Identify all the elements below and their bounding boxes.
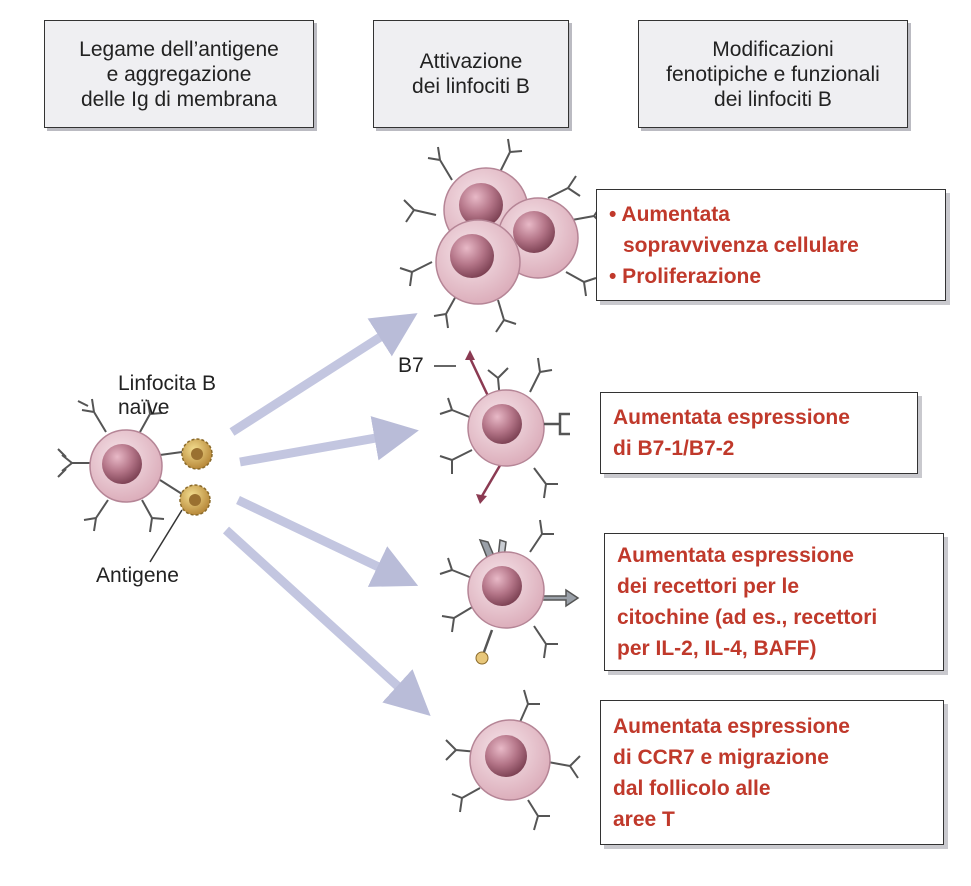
ccr7-cell	[445, 689, 581, 831]
arrow-to-b7	[239, 416, 419, 467]
header-changes-line-2: fenotipiche e funzionali	[666, 62, 880, 86]
outcome-ccr7-line-1: Aumentata espressione	[613, 714, 850, 738]
header-antigen-binding: Legame dell’antigene e aggregazione dell…	[44, 20, 314, 128]
naive-label-line-1: Linfocita B	[118, 372, 217, 395]
outcome-cytokine-line-4: per IL-2, IL-4, BAFF)	[617, 637, 817, 660]
arrows	[222, 313, 431, 717]
outcome-b7-line-1: Aumentata espressione	[613, 406, 850, 429]
ccr7-cell-receptors	[445, 689, 581, 831]
outcome-cytokine-line-3: citochine (ad es., recettori	[617, 606, 878, 629]
header-phenotypic-changes: Modificazioni fenotipiche e funzionali d…	[638, 20, 908, 128]
header-changes-line-3: dei linfociti B	[714, 87, 832, 111]
outcome-ccr7-line-2: di CCR7 e migrazione	[613, 745, 829, 769]
naive-label-line-2: naïve	[118, 396, 170, 419]
b7-cell-receptors	[439, 357, 558, 499]
antigen-pointer-line	[149, 509, 183, 563]
outcome-b7-line-2: di B7-1/B7-2	[613, 437, 735, 460]
outcome-ccr7-line-3: dal follicolo alle	[613, 776, 771, 800]
header-activation-line-1: Attivazione	[419, 50, 523, 73]
outcome-ccr7-line-4: aree T	[613, 807, 675, 831]
b7-expressing-cell	[434, 350, 570, 504]
header-b-cell-activation: Attivazione dei linfociti B	[373, 20, 569, 128]
arrow-to-cytokine-receptors	[236, 495, 419, 587]
outcome-ccr7-migration: Aumentata espressione di CCR7 e migrazio…	[600, 700, 944, 845]
cytokine-receptor-cell	[439, 519, 580, 665]
header-changes-line-1: Modificazioni	[712, 37, 834, 61]
cytokine-cell-receptors	[439, 519, 558, 659]
antigen-label: Antigene	[96, 564, 179, 587]
header-activation-line-2: dei linfociti B	[412, 75, 530, 98]
outcome-proliferation-line-2: sopravvivenza cellulare	[623, 233, 859, 257]
header-antigen-binding-line-3: delle Ig di membrana	[80, 87, 278, 111]
naive-cell-receptors	[57, 398, 183, 533]
outcome-proliferation-line-1: • Aumentata	[609, 202, 730, 226]
outcome-proliferation: • Aumentata sopravvivenza cellulare • Pr…	[596, 189, 946, 301]
arrow-to-ccr7	[222, 526, 431, 717]
outcome-cytokine-line-2: dei recettori per le	[617, 575, 800, 598]
antigen-particle-2	[179, 484, 211, 516]
outcome-proliferation-line-3: • Proliferazione	[609, 264, 762, 288]
header-antigen-binding-line-2: e aggregazione	[106, 62, 252, 86]
proliferating-cell-cluster	[399, 138, 605, 333]
header-antigen-binding-line-1: Legame dell’antigene	[79, 37, 279, 61]
outcome-cytokine-receptors: Aumentata espressione dei recettori per …	[604, 533, 944, 671]
antigen-particles	[179, 438, 213, 516]
b7-label: B7	[398, 354, 424, 377]
naive-b-cell-label: Linfocita B naïve	[118, 372, 216, 420]
outcome-cytokine-line-1: Aumentata espressione	[617, 544, 854, 567]
outcome-b7-expression: Aumentata espressione di B7-1/B7-2	[600, 392, 918, 474]
naive-b-cell	[57, 398, 183, 533]
cluster-receptors	[399, 138, 605, 333]
arrow-to-proliferation	[229, 313, 418, 436]
antigen-particle-1	[181, 438, 213, 470]
